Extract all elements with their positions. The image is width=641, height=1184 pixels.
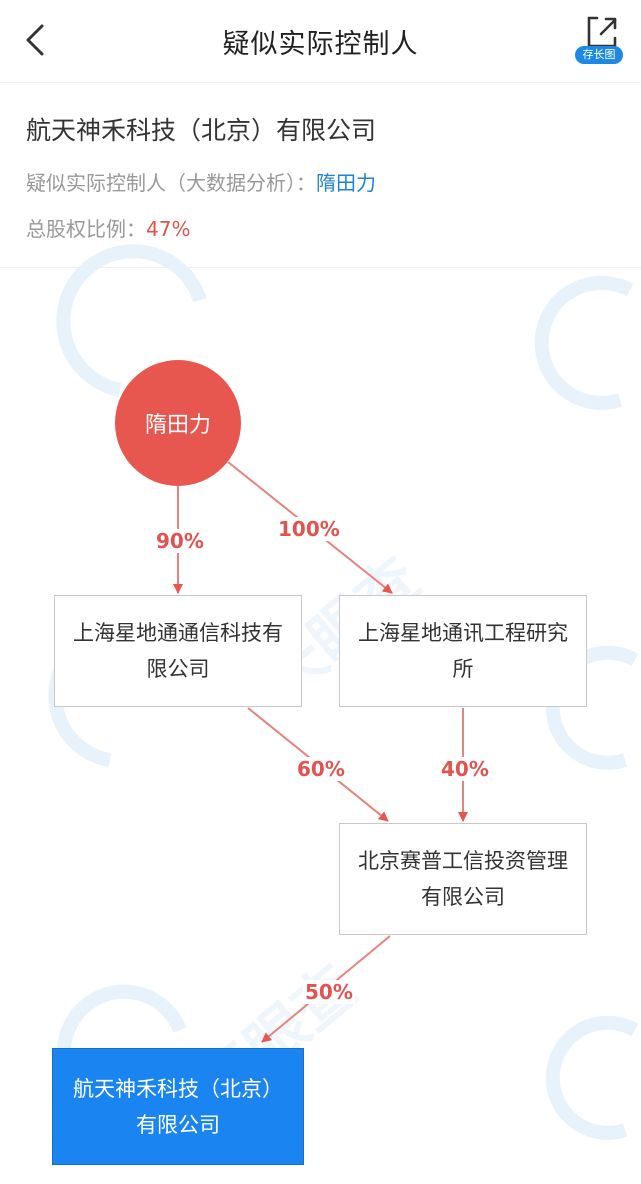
edge-label-100: 100% (276, 517, 342, 541)
controller-summary: 航天神禾科技（北京）有限公司 疑似实际控制人（大数据分析）：隋田力 总股权比例：… (0, 83, 641, 268)
ratio-value: 47% (146, 217, 191, 241)
controller-label: 疑似实际控制人（大数据分析）： (26, 171, 316, 195)
save-long-image-label: 存长图 (575, 46, 623, 64)
company-node-beijing-saipu[interactable]: 北京赛普工信投资管理有限公司 (339, 823, 587, 935)
target-company-label: 航天神禾科技（北京）有限公司 (73, 1076, 283, 1137)
nav-bar: 疑似实际控制人 存长图 (0, 0, 641, 83)
controller-name-link[interactable]: 隋田力 (316, 171, 376, 195)
company-node-label: 上海星地通讯工程研究所 (358, 621, 568, 681)
back-button[interactable] (18, 18, 58, 62)
edge-label-40: 40% (439, 757, 491, 781)
company-node-label: 上海星地通通信科技有限公司 (73, 621, 283, 681)
company-node-shanghai-xingditong-institute[interactable]: 上海星地通讯工程研究所 (339, 595, 587, 707)
edge-label-90: 90% (154, 529, 206, 553)
person-node-controller[interactable]: 隋田力 (115, 360, 241, 486)
target-company-node[interactable]: 航天神禾科技（北京）有限公司 (52, 1048, 304, 1165)
chevron-left-icon (26, 24, 44, 56)
company-node-label: 北京赛普工信投资管理有限公司 (358, 849, 568, 909)
controller-line: 疑似实际控制人（大数据分析）：隋田力 (26, 167, 376, 196)
ratio-line: 总股权比例：47% (26, 213, 190, 242)
person-name: 隋田力 (144, 413, 211, 438)
page-title: 疑似实际控制人 (222, 29, 419, 60)
ratio-label: 总股权比例： (26, 217, 146, 241)
edge-label-60: 60% (295, 757, 347, 781)
company-name: 航天神禾科技（北京）有限公司 (26, 116, 377, 145)
edge-label-50: 50% (303, 980, 355, 1004)
save-long-image-button[interactable]: 存长图 (570, 12, 628, 68)
company-node-shanghai-xingditong-tech[interactable]: 上海星地通通信科技有限公司 (54, 595, 302, 707)
